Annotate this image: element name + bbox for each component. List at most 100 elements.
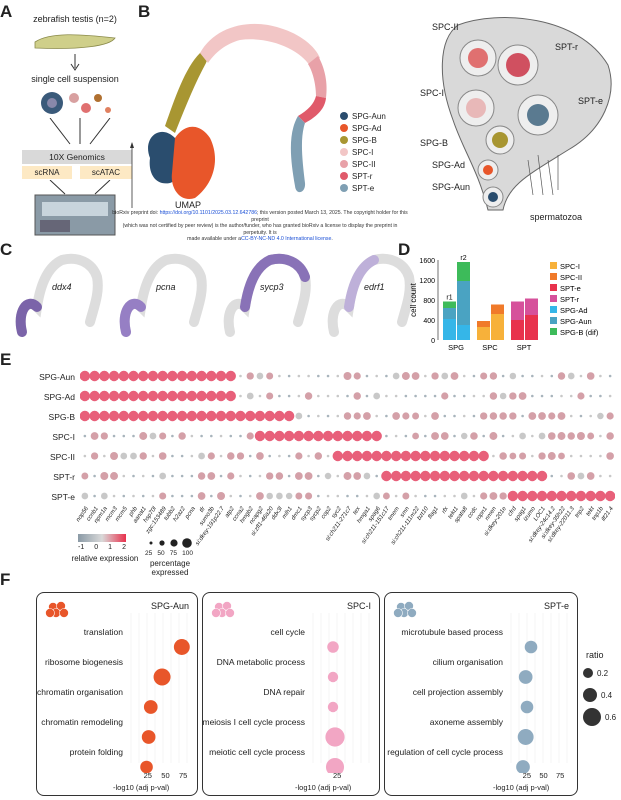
dotplot-dot	[459, 450, 470, 462]
dotplot-dot	[239, 394, 242, 398]
dotplot-dot	[132, 494, 135, 498]
dotplot-dot	[287, 454, 291, 458]
dotplot-dot	[606, 412, 614, 420]
dotplot-dot	[110, 452, 119, 460]
dotplot-dot	[567, 472, 576, 480]
dotplot-dot	[151, 494, 155, 498]
dotplot-dot	[128, 390, 139, 402]
dotplot-dot	[480, 492, 488, 500]
dotplot-dot	[90, 452, 99, 460]
dotplot-dot	[264, 410, 275, 422]
go-term-label: ribosome biogenesis	[45, 657, 123, 667]
dotplot-dot	[507, 490, 519, 502]
dotplot-dot	[531, 394, 534, 398]
dotplot-dot	[589, 414, 592, 418]
go-dot	[516, 760, 530, 773]
dotplot-dot	[108, 370, 120, 382]
panel-label-e: E	[0, 350, 12, 369]
go-term-label: regulation of cell cycle process	[387, 747, 503, 757]
go-dot	[325, 727, 345, 747]
go-box-title: SPG-Aun	[150, 601, 189, 611]
go-x-tick: 25	[333, 771, 342, 780]
dotplot-dot	[365, 394, 369, 398]
legend-label: SPC-I	[352, 147, 374, 157]
go-term-label: meiotic cell cycle process	[209, 747, 305, 757]
dotplot-dot	[245, 410, 256, 422]
diagram-label-spt-e: SPT-e	[578, 96, 604, 106]
dotplot-dot	[402, 492, 410, 500]
dotplot-dot	[190, 474, 194, 478]
dotplot-dot	[449, 450, 460, 462]
dotplot-dot	[190, 434, 194, 438]
ratio-legend-label: 0.6	[605, 712, 617, 722]
dotplot-dot	[332, 430, 343, 442]
dotplot-dot	[497, 470, 509, 482]
dotplot-dot	[381, 470, 392, 482]
dotplot-dot	[132, 434, 135, 438]
dotplot-dot	[518, 392, 527, 400]
dotplot-dot	[353, 372, 361, 380]
dotplot-dot	[519, 432, 526, 440]
dotplot-dot	[453, 414, 456, 418]
dotplot-dot	[139, 452, 147, 460]
dotplot-dot	[546, 490, 557, 502]
feature-gene-label: ddx4	[52, 282, 72, 292]
dotplot-dot	[424, 494, 427, 498]
dotplot-dot	[462, 414, 466, 418]
go-x-ticks: 25	[309, 771, 369, 781]
dotplot-dot	[122, 474, 126, 478]
size-tick: 75	[169, 550, 177, 557]
dotplot-dot	[517, 470, 528, 482]
color-tick: 1	[108, 544, 113, 551]
legend-label: SPC-II	[560, 273, 582, 282]
dotplot-dot	[186, 390, 198, 402]
preprint-license-link[interactable]: CC-BY-NC-ND 4.0 International license	[241, 236, 332, 242]
dotplot-dot	[392, 412, 400, 420]
dotplot-dot	[285, 492, 293, 500]
panel-a-step1: single cell suspension	[31, 74, 119, 84]
dotplot-dot	[375, 474, 378, 478]
testis-diagram	[441, 17, 612, 211]
bar-segment	[525, 315, 538, 340]
dotplot-dot	[509, 452, 517, 460]
bar-segment	[511, 301, 524, 320]
dotplot-dot	[130, 452, 137, 460]
dotplot-dot	[219, 454, 223, 458]
dotplot-dot	[585, 490, 596, 502]
dotplot-dot	[604, 490, 615, 502]
go-dot	[140, 760, 153, 773]
dotplot-dot	[167, 410, 178, 422]
dotplot-dot	[509, 412, 517, 420]
dotplot-gene-label: tnp2	[574, 506, 586, 520]
umap-legend-item: SPG-Ad	[340, 122, 386, 134]
go-dot	[153, 668, 171, 686]
cell-cluster-icon	[45, 601, 69, 618]
dotplot-dot	[478, 470, 489, 482]
dotplot-dot	[322, 430, 334, 442]
dotplot-dot	[157, 410, 168, 422]
dotplot-dot	[517, 490, 528, 502]
dotplot-dot	[83, 434, 87, 438]
dotplot-dot	[81, 492, 89, 500]
preprint-doi-link[interactable]: https://doi.org/10.1101/2025.03.12.64278…	[159, 210, 257, 216]
dotplot-dot	[266, 392, 274, 400]
dotplot-dot	[468, 470, 480, 482]
dotplot-dot	[89, 390, 100, 402]
dotplot-dot	[103, 454, 106, 458]
dotplot-dot	[371, 430, 382, 442]
dotplot-dot	[342, 450, 353, 462]
dotplot-dot	[283, 410, 295, 422]
dotplot-dot	[118, 370, 129, 382]
dotplot-dot	[521, 414, 524, 418]
dotplot-dot	[400, 450, 412, 462]
testis-illustration	[34, 34, 116, 49]
dotplot-dot	[317, 474, 320, 478]
legend-swatch	[550, 295, 557, 302]
size-tick: 100	[182, 550, 193, 557]
dotplot-dot	[453, 394, 456, 398]
dotplot-dot	[217, 492, 226, 500]
ratio-legend-label: 0.2	[597, 668, 609, 678]
dotplot-dot	[394, 494, 398, 498]
bar-segment	[443, 301, 456, 308]
